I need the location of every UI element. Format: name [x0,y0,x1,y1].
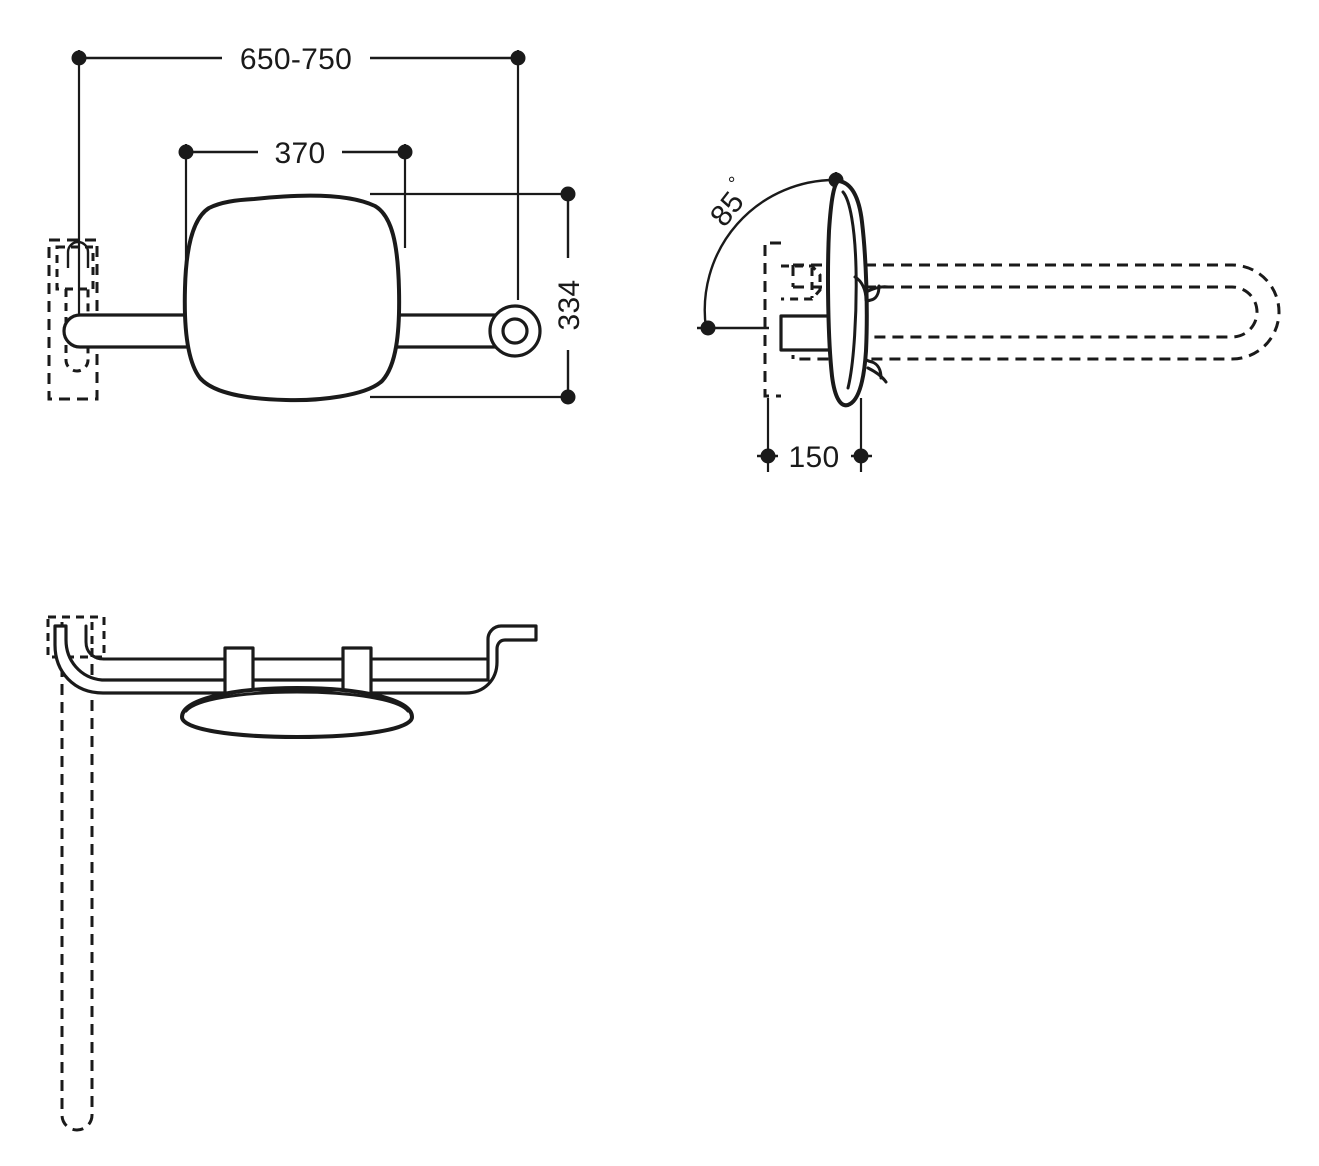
dim-terminator-depth-left [760,448,776,464]
front-extension-lines [77,50,570,399]
fold-angle-label-group: 85 ° [704,173,751,233]
dim-terminator-depth-right [853,448,869,464]
wall-plate-inner-upper [55,245,95,291]
dimension-label-seat-height: 334 [553,280,586,331]
wall-plate-side-boss [781,264,822,301]
dim-terminator-left [71,50,87,66]
rail-hidden-inner-loop [793,285,1259,339]
plan-wall-plate-outline [46,615,106,659]
seat-pad-side-outer [826,179,869,408]
seat-pad-side-fold-edge [841,190,858,390]
dimension-label-fold-angle: 85 [704,186,751,233]
dim-terminator-height-top [560,186,576,202]
plan-hidden-swing-path [60,648,94,1132]
side-section-view: 85 ° 150 [697,172,1281,474]
rail-hidden-outer-loop [793,263,1281,361]
side-wall-plate [763,241,822,398]
dimension-seat-width: 370 [178,137,413,170]
dimension-projection-depth: 150 [757,398,872,474]
dim-terminator-seat-left [178,144,194,160]
rail-loop-inner [501,317,529,345]
dimension-label-projection-depth: 150 [789,441,840,474]
plan-rail-inner-edge [84,624,470,661]
side-seat-pad [826,179,869,408]
dim-terminator-seat-right [397,144,413,160]
plan-seat-pad [180,646,414,739]
plan-hidden-projection [60,648,94,1132]
wall-plate-inner-slot [64,289,90,373]
plan-seat-pad-outline [180,686,414,739]
dim-terminator-right [510,50,526,66]
dimension-seat-height: 334 [553,186,586,405]
wall-plate-hook [66,240,90,268]
dimension-label-seat-width: 370 [275,137,326,170]
seat-pad-side-detail [853,275,868,302]
dimension-label-overall-width: 650-750 [240,43,352,76]
fold-angle-terminator-start [700,320,716,336]
fold-angle-arc [703,178,837,329]
plan-rail-outline [53,624,538,695]
front-elevation-view: 650-750 370 334 [47,43,586,405]
plan-support-rail [53,624,538,695]
dim-terminator-height-bottom [560,389,576,405]
dimension-fold-angle: 85 ° [697,172,844,336]
hinge-lower-tab [866,366,888,384]
plan-bottom-view [46,615,538,1132]
plan-seat-pad-rim [184,690,410,713]
wall-plate-side-outline [763,241,781,398]
dimension-overall-width: 650-750 [71,43,526,76]
seat-pad-front [182,193,402,403]
